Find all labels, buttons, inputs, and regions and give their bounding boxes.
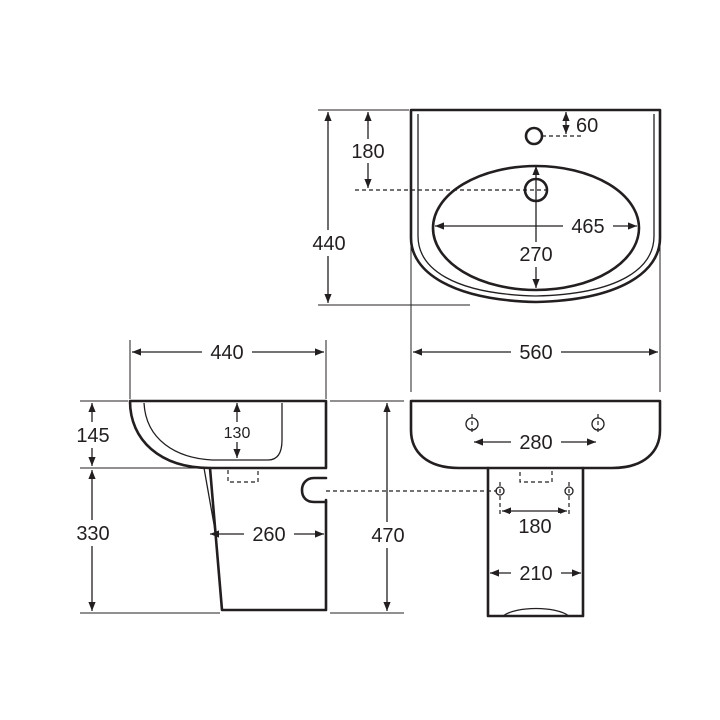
dim-label-basin-height: 145: [76, 425, 109, 447]
side-view: 440 145 130 330 260 470: [70, 339, 497, 614]
waste-fixing-left: [495, 482, 505, 515]
dim-label-pedestal-height: 330: [76, 523, 109, 545]
dim-label-tap-to-centre: 180: [351, 141, 384, 163]
dim-label-taphole-offset: 60: [576, 115, 598, 137]
bowl-side-inner: [143, 402, 283, 461]
tap-hole: [524, 126, 544, 146]
dim-label-side-bowl-depth: 130: [224, 425, 251, 442]
label-background: [563, 213, 613, 239]
fixing-hole-right: [591, 414, 605, 434]
dim-label-top-width: 560: [519, 342, 552, 364]
dim-label-total-height: 470: [371, 525, 404, 547]
dim-label-pedestal-depth: 260: [252, 524, 285, 546]
label-background: [364, 522, 412, 548]
dim-label-pedestal-width: 210: [519, 563, 552, 585]
label-background: [511, 242, 561, 267]
basin-plan-outline: [409, 108, 662, 304]
pedestal-front-outline: [486, 466, 585, 618]
waste-fixing-right: [564, 482, 574, 515]
dim-label-bowl-width: 465: [571, 216, 604, 238]
label-background: [510, 513, 560, 539]
label-background: [202, 339, 252, 365]
label-background: [70, 520, 116, 546]
label-background: [511, 560, 561, 586]
basin-plan-inner-lip: [417, 114, 655, 297]
fixing-hole-left: [465, 414, 479, 434]
dim-label-bowl-depth: 270: [519, 244, 552, 266]
basin-front-outline: [409, 399, 662, 470]
basin-side-outline: [128, 399, 328, 470]
label-background: [70, 422, 116, 448]
plan-view: 440 180 60 465 270 560: [305, 108, 662, 392]
dim-label-waste-centres: 180: [518, 516, 551, 538]
dim-label-side-depth: 440: [210, 342, 243, 364]
label-background: [511, 339, 561, 365]
waste-trap-side: [300, 476, 328, 504]
label-background: [345, 139, 391, 163]
label-background: [218, 422, 256, 442]
label-background: [511, 429, 561, 455]
dim-label-top-height: 440: [312, 233, 345, 255]
pedestal-front-edge: [203, 467, 216, 531]
front-view: 280 180 210: [409, 399, 662, 618]
label-background: [244, 521, 294, 547]
trap-hidden-line: [227, 470, 259, 483]
dim-label-fixing-centres: 280: [519, 432, 552, 454]
label-background: [305, 230, 353, 256]
pedestal-side-outline: [208, 466, 328, 612]
trap-hidden-front: [519, 467, 553, 483]
pedestal-base-curve: [502, 607, 570, 617]
